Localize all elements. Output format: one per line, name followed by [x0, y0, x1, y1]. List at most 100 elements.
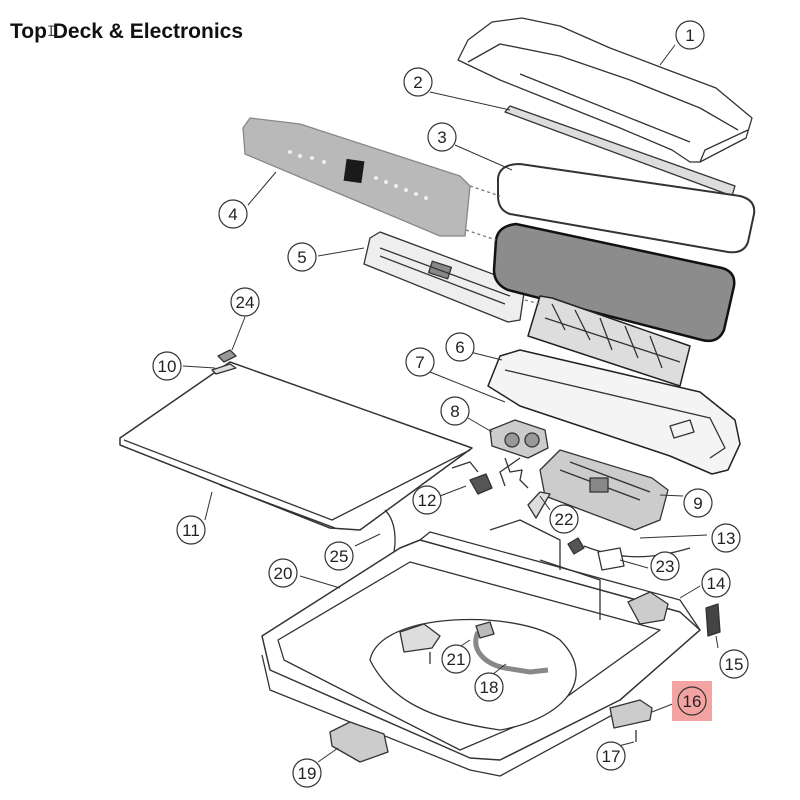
callout-label: 15: [725, 655, 744, 674]
callout-circle: [405, 347, 435, 377]
callout-9: 9: [683, 488, 713, 518]
callout-circle: [440, 396, 470, 426]
callout-circle: [474, 672, 504, 702]
callout-22: 22: [549, 504, 579, 534]
callout-circle: [701, 568, 731, 598]
drain-hose: [473, 621, 549, 675]
side-bracket: [627, 591, 721, 637]
console-housing: [457, 17, 753, 163]
callout-circle: [596, 741, 626, 771]
callout-label: 10: [158, 357, 177, 376]
callout-circle: [268, 558, 298, 588]
callout-15: 15: [719, 649, 749, 679]
callout-11: 11: [176, 515, 206, 545]
callout-label: 24: [236, 293, 255, 312]
callout-label: 4: [228, 205, 237, 224]
callout-12: 12: [412, 485, 442, 515]
page-title: Top Deck & Electronics: [10, 20, 244, 43]
trim-strip: [504, 105, 736, 197]
sensor-part: [451, 461, 493, 495]
callout-24: 24: [230, 287, 260, 317]
water-valve: [489, 419, 549, 489]
callout-17: 17: [596, 741, 626, 771]
callout-label: 9: [693, 494, 702, 513]
callout-label: 14: [707, 574, 726, 593]
callout-circle: [711, 523, 741, 553]
callout-circle: [675, 20, 705, 50]
callout-circle: [445, 332, 475, 362]
top-deck: [261, 519, 701, 777]
callout-circle: [324, 541, 354, 571]
callout-circle: [403, 67, 433, 97]
callout-label: 16: [683, 692, 702, 711]
callout-19: 19: [292, 758, 322, 788]
callout-circle: [719, 649, 749, 679]
power-board: [527, 449, 669, 531]
callout-label: 6: [455, 338, 464, 357]
leader-lines: [182, 44, 719, 763]
hinge-bracket: [329, 721, 389, 763]
callout-label: 23: [656, 557, 675, 576]
callout-circle: [230, 287, 260, 317]
text-cursor-icon: I: [47, 24, 56, 40]
lower-frame: [487, 349, 741, 475]
callout-16: 16: [672, 681, 712, 721]
callout-25: 25: [324, 541, 354, 571]
callout-label: 7: [415, 353, 424, 372]
window-frame: [497, 163, 756, 254]
callout-circle: [412, 485, 442, 515]
callout-circle: [218, 199, 248, 229]
callout-label: 18: [480, 678, 499, 697]
callout-label: 11: [182, 521, 200, 540]
callout-8: 8: [440, 396, 470, 426]
callout-label: 20: [274, 564, 293, 583]
callout-circle: [287, 242, 317, 272]
callout-circle: [683, 488, 713, 518]
callout-13: 13: [711, 523, 741, 553]
callout-label: 1: [685, 26, 694, 45]
display-glass: [492, 222, 736, 343]
balance-ring-clip: [399, 623, 441, 664]
callout-circle: [650, 551, 680, 581]
inner-frame: [527, 295, 691, 387]
callout-circle: [176, 515, 206, 545]
callout-21: 21: [441, 644, 471, 674]
callout-circle: [152, 351, 182, 381]
callout-label: 8: [450, 402, 459, 421]
callout-circle: [677, 686, 707, 716]
callout-23: 23: [650, 551, 680, 581]
lid: [119, 361, 473, 531]
callout-2: 2: [403, 67, 433, 97]
callout-label: 2: [413, 73, 422, 92]
callout-label: 13: [717, 529, 736, 548]
callout-label: 3: [437, 128, 446, 147]
hinge-pin: [211, 349, 237, 375]
callout-label: 19: [298, 764, 317, 783]
assembly-guide-lines: [465, 185, 541, 305]
callout-label: 22: [555, 510, 574, 529]
callout-6: 6: [445, 332, 475, 362]
callout-18: 18: [474, 672, 504, 702]
callout-label: 25: [330, 547, 349, 566]
callout-4: 4: [218, 199, 248, 229]
callout-14: 14: [701, 568, 731, 598]
lid-lock: [609, 699, 653, 742]
callout-circle: [427, 122, 457, 152]
callout-group: 1234567891011121314151617181920212223242…: [152, 20, 749, 788]
callout-circle: [441, 644, 471, 674]
callout-label: 17: [602, 747, 621, 766]
callout-5: 5: [287, 242, 317, 272]
callout-7: 7: [405, 347, 435, 377]
callout-1: 1: [675, 20, 705, 50]
callout-3: 3: [427, 122, 457, 152]
callout-circle: [549, 504, 579, 534]
bracket-part: [597, 547, 625, 571]
callout-10: 10: [152, 351, 182, 381]
callout-label: 12: [418, 491, 437, 510]
callout-20: 20: [268, 558, 298, 588]
power-cord: [567, 537, 691, 558]
control-board: [363, 231, 526, 323]
callout-circle: [292, 758, 322, 788]
callout-label: 5: [297, 248, 306, 267]
